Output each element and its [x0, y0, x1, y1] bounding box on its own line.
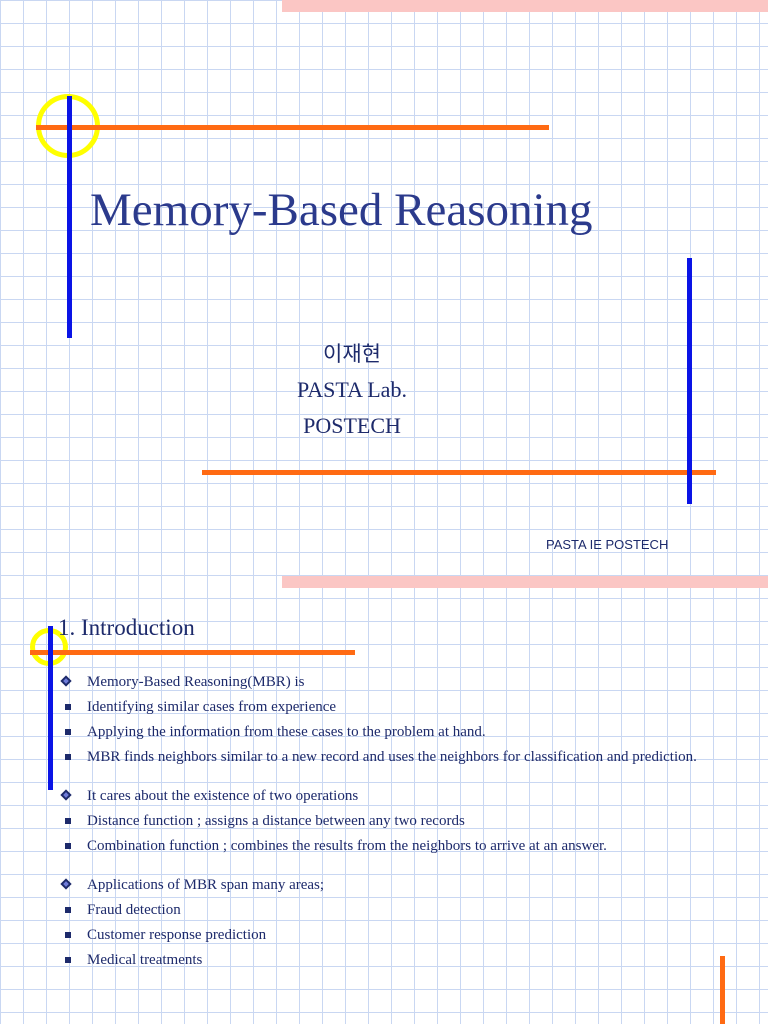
lab-name: PASTA Lab.	[297, 377, 407, 402]
section-title: 1. Introduction	[58, 615, 195, 640]
square-bullet-icon	[65, 907, 71, 913]
square-bullet-icon	[65, 729, 71, 735]
orange-rule-bottom-right	[720, 956, 725, 1024]
bullet-text: It cares about the existence of two oper…	[87, 788, 359, 804]
bullet-level2: Medical treatments	[53, 950, 717, 971]
bullet-text: Memory-Based Reasoning(MBR) is	[87, 674, 305, 690]
bullet-text: Combination function ; combines the resu…	[87, 838, 607, 854]
bullet-level2: MBR finds neighbors similar to a new rec…	[53, 747, 717, 768]
bullet-group: Memory-Based Reasoning(MBR) is Identifyi…	[60, 672, 717, 768]
slide-title: Memory-Based Reasoning	[90, 184, 593, 236]
second-pink-band	[282, 576, 768, 588]
square-bullet-icon	[65, 957, 71, 963]
square-bullet-icon	[65, 843, 71, 849]
bullet-text: Fraud detection	[87, 902, 181, 918]
bullet-level2: Combination function ; combines the resu…	[53, 836, 717, 857]
bullet-text: Customer response prediction	[87, 927, 267, 943]
author-block: 이재현 PASTA Lab. POSTECH	[252, 336, 452, 444]
bullet-text: Applications of MBR span many areas;	[87, 877, 325, 893]
square-bullet-icon	[65, 932, 71, 938]
bullet-level2: Fraud detection	[53, 900, 717, 921]
bullet-text: Identifying similar cases from experienc…	[87, 699, 337, 715]
institution-name: POSTECH	[303, 413, 401, 438]
bullet-text: MBR finds neighbors similar to a new rec…	[87, 749, 697, 765]
bullet-text: Medical treatments	[87, 952, 203, 968]
orange-rule-intro	[30, 650, 355, 655]
bullet-content: Memory-Based Reasoning(MBR) is Identifyi…	[60, 672, 717, 989]
blue-rule-right	[687, 258, 692, 504]
top-pink-band	[282, 0, 768, 12]
blue-rule-intro	[48, 626, 53, 790]
slide-footer: PASTA IE POSTECH	[546, 537, 669, 552]
blue-rule-left	[67, 96, 72, 338]
square-bullet-icon	[65, 818, 71, 824]
bullet-level1: Applications of MBR span many areas;	[60, 875, 717, 895]
square-bullet-icon	[65, 704, 71, 710]
bullet-level2: Applying the information from these case…	[53, 722, 717, 743]
diamond-bullet-icon	[60, 675, 72, 687]
bullet-group: It cares about the existence of two oper…	[60, 786, 717, 857]
bullet-level2: Distance function ; assigns a distance b…	[53, 811, 717, 832]
square-bullet-icon	[65, 754, 71, 760]
bullet-level1: It cares about the existence of two oper…	[60, 786, 717, 806]
orange-rule-bottom	[202, 470, 716, 475]
diamond-bullet-icon	[60, 878, 72, 890]
bullet-group: Applications of MBR span many areas; Fra…	[60, 875, 717, 971]
bullet-text: Distance function ; assigns a distance b…	[87, 813, 465, 829]
bullet-text: Applying the information from these case…	[87, 724, 486, 740]
bullet-level2: Customer response prediction	[53, 925, 717, 946]
bullet-level1: Memory-Based Reasoning(MBR) is	[60, 672, 717, 692]
bullet-level2: Identifying similar cases from experienc…	[53, 697, 717, 718]
diamond-bullet-icon	[60, 789, 72, 801]
author-name: 이재현	[323, 342, 381, 366]
orange-rule-top	[36, 125, 549, 130]
